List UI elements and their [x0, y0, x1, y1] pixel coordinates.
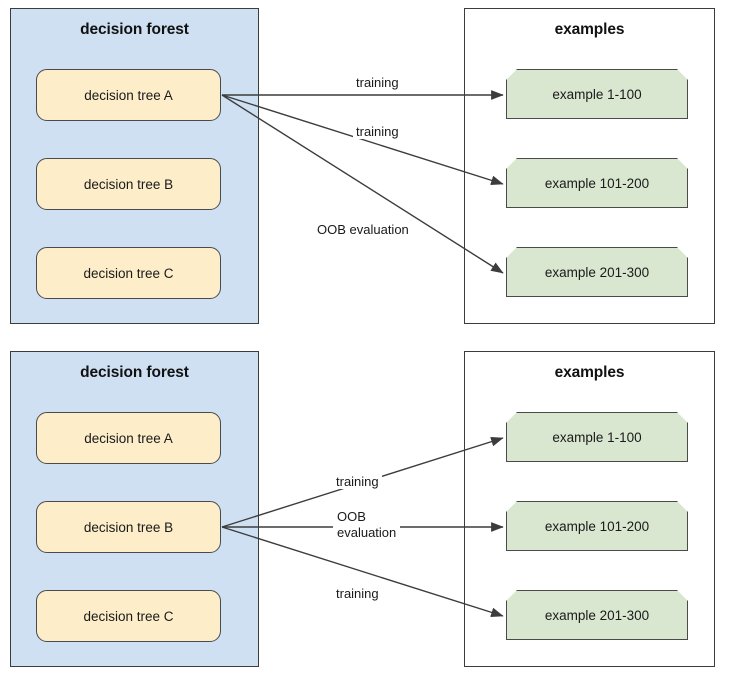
tree-box-a-top[interactable]: decision tree A	[36, 69, 221, 121]
example-box-101-200-bottom[interactable]: example 101-200	[506, 501, 688, 551]
forest-title-bottom: decision forest	[80, 364, 189, 381]
tree-box-b-bottom[interactable]: decision tree B	[36, 501, 221, 553]
edge-label-oob-line1: OOB	[337, 509, 366, 524]
example-box-201-300-bottom[interactable]: example 201-300	[506, 590, 688, 640]
edge-label-training-2-top: training	[353, 124, 402, 139]
examples-title-bottom: examples	[554, 364, 625, 381]
edge-label-training-1-bottom: training	[333, 474, 382, 489]
example-box-1-100-top[interactable]: example 1-100	[506, 69, 688, 119]
tree-box-c-bottom[interactable]: decision tree C	[36, 590, 221, 642]
diagram-bottom: decision forest examples decision tree A…	[0, 343, 737, 685]
edge-tree-a-to-example-201-300	[221, 94, 504, 274]
examples-title-top: examples	[554, 21, 625, 38]
edge-tree-a-to-example-101-200	[221, 94, 504, 186]
edge-label-oob-line2: evaluation	[337, 525, 397, 540]
example-box-101-200-top[interactable]: example 101-200	[506, 158, 688, 208]
example-box-201-300-top[interactable]: example 201-300	[506, 247, 688, 297]
forest-title-top: decision forest	[80, 21, 189, 38]
example-box-1-100-bottom[interactable]: example 1-100	[506, 412, 688, 462]
diagram-top: decision forest examples decision tree A…	[0, 0, 737, 342]
tree-box-b-top[interactable]: decision tree B	[36, 158, 221, 210]
edge-label-training-1-top: training	[353, 75, 402, 90]
edge-label-training-2-bottom: training	[333, 586, 382, 601]
tree-box-c-top[interactable]: decision tree C	[36, 247, 221, 299]
tree-box-a-bottom[interactable]: decision tree A	[36, 412, 221, 464]
edge-label-oob-evaluation-top: OOB evaluation	[314, 222, 412, 237]
edge-label-oob-evaluation-bottom: OOB evaluation	[333, 509, 401, 541]
